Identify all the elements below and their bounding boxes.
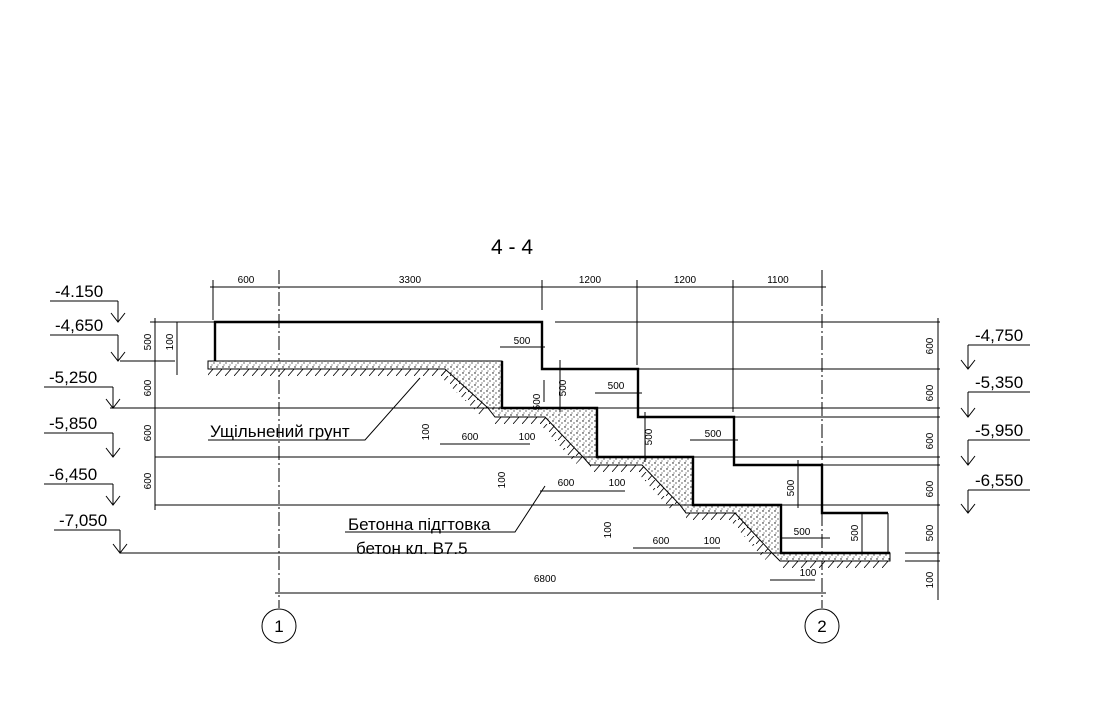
svg-text:600: 600 <box>925 384 936 401</box>
svg-text:-4,650: -4,650 <box>55 316 103 335</box>
svg-text:500: 500 <box>143 333 154 350</box>
svg-text:600: 600 <box>143 379 154 396</box>
svg-text:600: 600 <box>462 432 479 443</box>
svg-text:500: 500 <box>608 381 625 392</box>
svg-text:-5,250: -5,250 <box>49 368 97 387</box>
svg-text:500: 500 <box>558 379 569 396</box>
svg-text:100: 100 <box>421 423 432 440</box>
level-mark: -4,650 <box>50 316 126 362</box>
dim-top-3: 1200 <box>579 275 602 286</box>
svg-text:500: 500 <box>925 524 936 541</box>
svg-text:1: 1 <box>274 617 283 636</box>
left-level-marks: -4.150 -4,650 -5,250 -5,850 -6,450 -7,05… <box>44 282 128 554</box>
svg-text:-4.150: -4.150 <box>55 282 103 301</box>
svg-text:-5,850: -5,850 <box>49 414 97 433</box>
svg-text:-6,450: -6,450 <box>49 465 97 484</box>
svg-text:100: 100 <box>519 432 536 443</box>
svg-text:-7,050: -7,050 <box>59 511 107 530</box>
concrete-note: Бетонна підгтовка бетон кл. В7.5 <box>345 485 546 558</box>
svg-text:500: 500 <box>850 524 861 541</box>
svg-text:2: 2 <box>817 617 826 636</box>
svg-text:100: 100 <box>800 568 817 579</box>
svg-text:600: 600 <box>558 478 575 489</box>
axis-marker-1: 1 <box>261 608 297 644</box>
svg-text:600: 600 <box>925 432 936 449</box>
svg-text:Ущільнений грунт: Ущільнений грунт <box>210 422 350 441</box>
level-mark: -5,250 <box>44 368 121 409</box>
svg-text:-5,350: -5,350 <box>975 373 1023 392</box>
step-dims: 500 500 500 500 500 500 500 500 500 600 … <box>421 336 863 581</box>
stair-outline <box>213 320 888 515</box>
level-mark: -4.150 <box>50 282 126 323</box>
dim-top-5: 1100 <box>767 275 789 286</box>
bottom-dimension: 6800 <box>275 574 826 594</box>
svg-text:600: 600 <box>653 536 670 547</box>
svg-text:500: 500 <box>794 527 811 538</box>
svg-text:500: 500 <box>644 428 655 445</box>
svg-text:100: 100 <box>497 471 508 488</box>
compacted-soil-hatch <box>208 369 890 568</box>
svg-text:бетон кл. В7.5: бетон кл. В7.5 <box>356 539 468 558</box>
level-mark: -5,350 <box>960 373 1030 418</box>
level-mark: -5,950 <box>960 421 1030 466</box>
svg-text:500: 500 <box>514 336 531 347</box>
svg-text:-5,950: -5,950 <box>975 421 1023 440</box>
svg-text:600: 600 <box>925 337 936 354</box>
svg-text:100: 100 <box>925 571 936 588</box>
concrete-preparation <box>207 360 891 562</box>
section-title: 4 - 4 <box>491 236 533 259</box>
svg-text:600: 600 <box>143 424 154 441</box>
footing-outline <box>500 361 890 555</box>
level-mark: -5,850 <box>44 414 121 458</box>
svg-text:-4,750: -4,750 <box>975 326 1023 345</box>
svg-text:600: 600 <box>925 480 936 497</box>
svg-text:100: 100 <box>609 478 626 489</box>
right-level-marks: -4,750 -5,350 -5,950 -6,550 <box>960 326 1030 514</box>
svg-text:100: 100 <box>165 333 176 350</box>
soil-note: Ущільнений грунт <box>208 377 421 441</box>
dim-top-2: 3300 <box>399 275 422 286</box>
axis-marker-2: 2 <box>804 608 840 644</box>
svg-text:100: 100 <box>704 536 721 547</box>
dim-top-1: 600 <box>238 275 255 286</box>
level-mark: -4,750 <box>960 326 1030 370</box>
right-vertical-dims: 600 600 600 600 500 100 <box>925 318 939 600</box>
svg-text:6800: 6800 <box>534 574 557 585</box>
svg-text:500: 500 <box>705 429 722 440</box>
svg-text:500: 500 <box>786 479 797 496</box>
svg-text:600: 600 <box>143 472 154 489</box>
left-vertical-dims: 500 100 600 600 600 <box>143 318 215 510</box>
svg-text:100: 100 <box>603 521 614 538</box>
level-mark: -6,450 <box>44 465 121 506</box>
dim-top-4: 1200 <box>674 275 697 286</box>
svg-text:Бетонна підгтовка: Бетонна підгтовка <box>348 515 491 534</box>
svg-text:500: 500 <box>532 393 543 410</box>
level-mark: -7,050 <box>54 511 128 554</box>
level-mark: -6,550 <box>960 471 1030 514</box>
svg-text:-6,550: -6,550 <box>975 471 1023 490</box>
